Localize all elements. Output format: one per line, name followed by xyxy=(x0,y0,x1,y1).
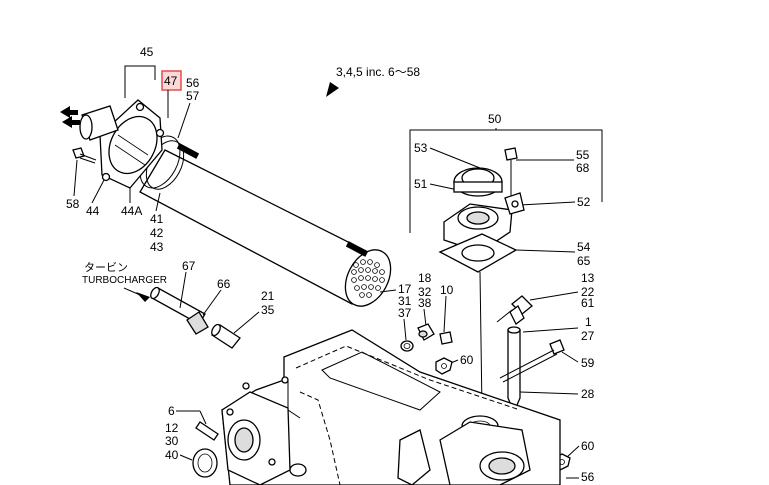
callout-21[interactable]: 21 xyxy=(261,289,275,303)
washer-37 xyxy=(400,340,414,352)
callout-65[interactable]: 65 xyxy=(577,254,591,268)
callout-53[interactable]: 53 xyxy=(414,141,428,155)
callout-52[interactable]: 52 xyxy=(577,195,591,209)
note-arrow-icon xyxy=(326,82,339,97)
turbo-label-en: TURBOCHARGER xyxy=(82,275,167,286)
callout-38[interactable]: 38 xyxy=(418,296,432,310)
callout-10[interactable]: 10 xyxy=(440,283,454,297)
callout-47-highlight[interactable] xyxy=(161,70,182,91)
callout-51[interactable]: 51 xyxy=(414,177,428,191)
nut-60a xyxy=(435,357,453,375)
pin-1 xyxy=(507,326,521,414)
ring-30 xyxy=(192,448,218,478)
callout-17[interactable]: 17 xyxy=(398,282,412,296)
bolt-10 xyxy=(439,331,453,345)
callout-35[interactable]: 35 xyxy=(261,303,275,317)
callout-40[interactable]: 40 xyxy=(165,448,179,462)
callout-6[interactable]: 6 xyxy=(168,404,175,418)
callout-44a[interactable]: 44A xyxy=(121,204,142,218)
callout-27[interactable]: 27 xyxy=(581,329,595,343)
valve-assembly xyxy=(438,147,525,273)
fitting-13 xyxy=(509,295,533,325)
flow-arrow-icon xyxy=(62,116,80,128)
callout-56[interactable]: 56 xyxy=(186,76,200,90)
plug-38 xyxy=(417,323,435,341)
callout-32[interactable]: 32 xyxy=(418,285,432,299)
callout-22[interactable]: 22 xyxy=(581,285,595,299)
callout-37[interactable]: 37 xyxy=(398,306,412,320)
callout-56b[interactable]: 56 xyxy=(581,470,595,484)
callout-47[interactable]: 47 xyxy=(164,74,178,88)
callout-13[interactable]: 13 xyxy=(581,271,595,285)
intake-manifold xyxy=(221,329,561,485)
stud-6 xyxy=(195,421,219,441)
flow-arrow-icon xyxy=(60,106,78,118)
callout-61[interactable]: 61 xyxy=(581,296,595,310)
callout-57b[interactable]: 57 xyxy=(581,483,595,485)
callout-1[interactable]: 1 xyxy=(585,315,592,329)
callout-50[interactable]: 50 xyxy=(488,112,502,126)
callout-45[interactable]: 45 xyxy=(140,45,154,59)
callout-54[interactable]: 54 xyxy=(577,240,591,254)
callout-44[interactable]: 44 xyxy=(86,204,100,218)
manifold-bracket xyxy=(397,429,431,485)
bolt-58 xyxy=(72,147,97,164)
bolt-55 xyxy=(504,147,518,196)
callout-43[interactable]: 43 xyxy=(150,240,164,254)
cooler-core-grid xyxy=(351,259,385,298)
cooler-tube xyxy=(139,149,381,305)
callout-31[interactable]: 31 xyxy=(398,294,412,308)
callout-67[interactable]: 67 xyxy=(182,259,196,273)
callout-59[interactable]: 59 xyxy=(581,356,595,370)
callout-30[interactable]: 30 xyxy=(165,434,179,448)
callout-41[interactable]: 41 xyxy=(150,212,164,226)
turbo-label-jp: タービン xyxy=(84,261,128,274)
fitting-21 xyxy=(211,323,241,349)
callout-57[interactable]: 57 xyxy=(186,89,200,103)
bolt-59 xyxy=(499,339,565,383)
callout-28[interactable]: 28 xyxy=(581,387,595,401)
callout-55[interactable]: 55 xyxy=(576,148,590,162)
turbo-arrow-icon xyxy=(136,292,150,302)
callout-58[interactable]: 58 xyxy=(66,197,80,211)
callout-18[interactable]: 18 xyxy=(418,271,432,285)
callout-42[interactable]: 42 xyxy=(150,226,164,240)
callout-68[interactable]: 68 xyxy=(576,161,590,175)
callout-12[interactable]: 12 xyxy=(165,421,179,435)
callout-66[interactable]: 66 xyxy=(217,277,231,291)
tube-67 xyxy=(150,286,206,325)
fitting-66 xyxy=(186,311,209,335)
callout-60a[interactable]: 60 xyxy=(460,353,474,367)
inlet-opening xyxy=(79,114,93,140)
assembly-note: 3,4,5 inc. 6～58 xyxy=(336,65,420,79)
cooler-assembly xyxy=(60,99,392,307)
manifold-gasket xyxy=(321,351,441,411)
callout-60b[interactable]: 60 xyxy=(581,439,595,453)
